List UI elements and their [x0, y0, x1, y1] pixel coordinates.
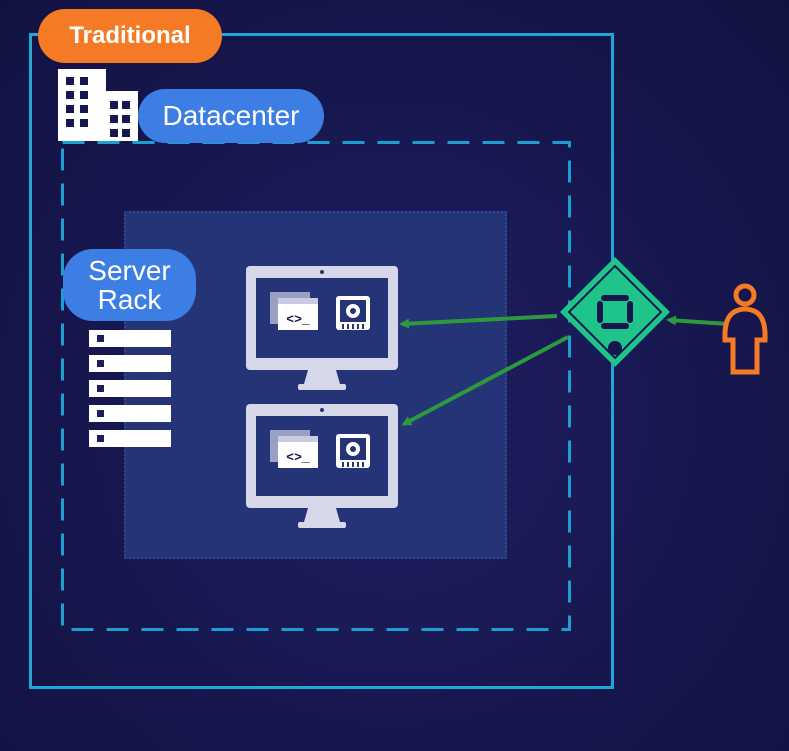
monitor-icon	[246, 404, 398, 528]
arrow-router-to-monitor-1	[399, 314, 558, 329]
arrow-user-to-router	[666, 315, 729, 326]
rack-unit	[89, 380, 171, 397]
datacenter-boundary	[61, 141, 571, 631]
rack-unit	[89, 405, 171, 422]
datacenter-label: Datacenter	[138, 89, 324, 143]
settings-chip-icon	[336, 434, 370, 468]
rack-unit	[89, 330, 171, 347]
router-icon	[560, 257, 670, 367]
server-rack-label: Server Rack	[63, 249, 196, 321]
rack-unit	[89, 430, 171, 447]
arrow-router-to-monitor-2	[401, 335, 569, 426]
user-icon	[722, 283, 768, 375]
settings-chip-icon	[336, 296, 370, 330]
traditional-label-text: Traditional	[69, 22, 191, 49]
monitor-icon	[246, 266, 398, 390]
server-rack-label-line1: Server	[88, 255, 171, 286]
datacenter-label-text: Datacenter	[162, 100, 300, 131]
building-icon	[58, 69, 138, 141]
rack-unit	[89, 355, 171, 372]
server-rack-label-line2: Rack	[97, 284, 162, 315]
traditional-label: Traditional	[38, 9, 222, 63]
